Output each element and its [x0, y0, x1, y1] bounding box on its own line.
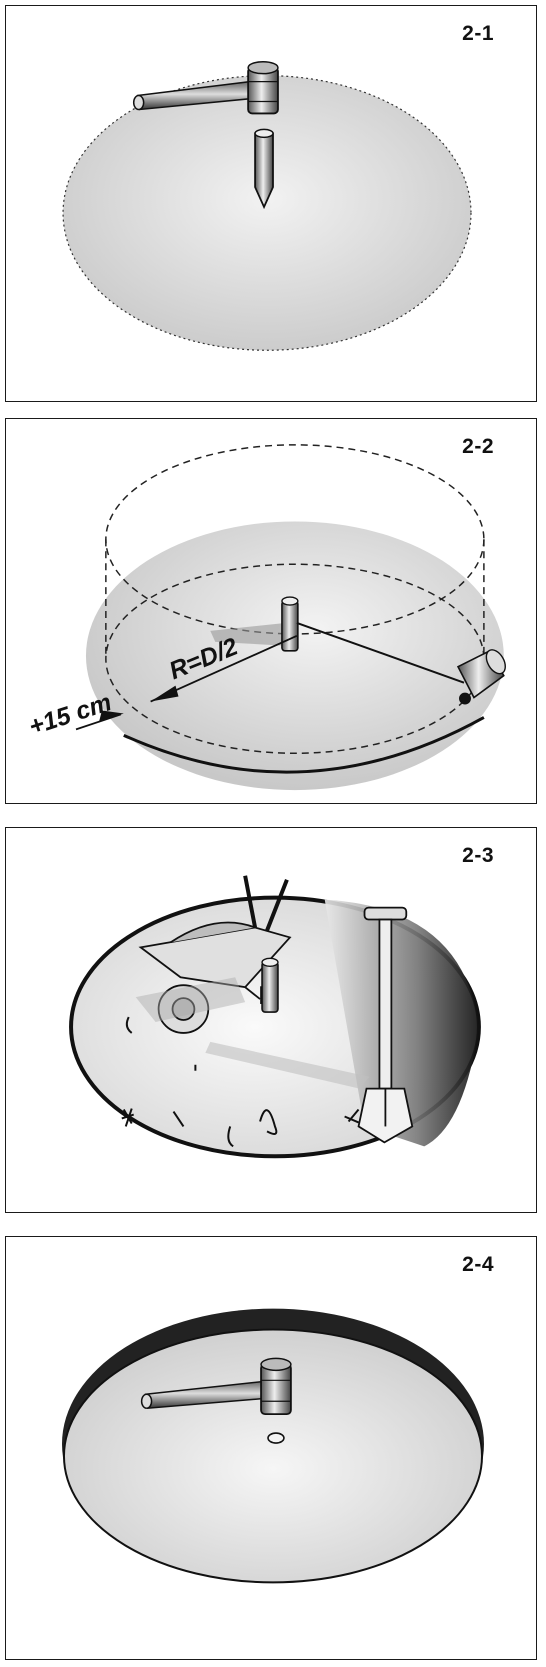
peg-icon — [281, 596, 299, 652]
mallet-icon — [132, 60, 279, 115]
panel-label: 2-2 — [462, 435, 494, 458]
peg-top — [267, 1432, 285, 1444]
illustration-measure-radius: R=D/2 +15 cm — [25, 444, 506, 791]
peg-icon — [254, 128, 274, 210]
panel-label: 2-3 — [462, 844, 494, 867]
spray-can-icon — [456, 649, 506, 705]
mallet-icon — [140, 1357, 292, 1416]
peg-icon — [261, 957, 279, 1013]
panel-label: 2-1 — [462, 22, 494, 45]
ground-area — [85, 521, 504, 791]
debris-icon — [121, 1016, 360, 1148]
arrowhead — [98, 710, 124, 723]
panel-2-1: 2-1 — [5, 5, 537, 402]
arrowhead — [150, 685, 179, 702]
panel-2-4: 2-4 — [5, 1236, 537, 1660]
panel-2-3: 2-3 — [5, 827, 537, 1213]
panel-2-2: R=D/2 +15 cm 2-2 — [5, 418, 537, 804]
ground-area — [62, 75, 472, 351]
illustration-clear-ground — [69, 875, 481, 1159]
illustration-mark-center — [62, 60, 472, 351]
measuring-string — [296, 622, 465, 684]
panel-label: 2-4 — [462, 1253, 494, 1276]
offset-label: +15 cm — [25, 688, 115, 741]
illustration-level-ground — [61, 1308, 484, 1584]
wheelbarrow-icon — [138, 875, 292, 1034]
shovel-icon — [357, 906, 414, 1144]
